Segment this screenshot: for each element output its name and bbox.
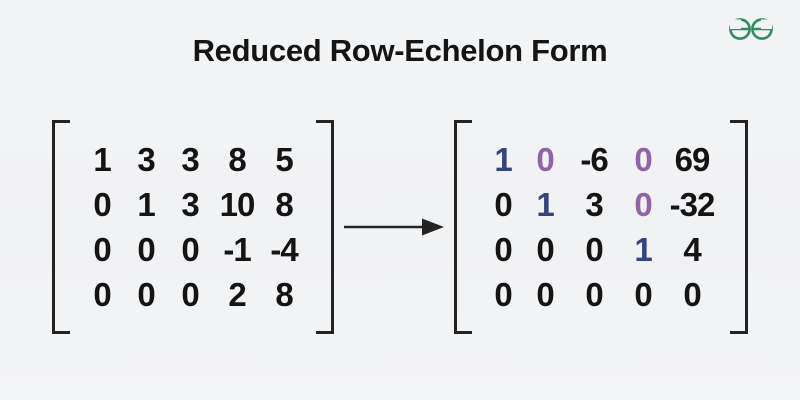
page-title: Reduced Row-Echelon Form [192,33,608,68]
matrix-cell: 0 [494,231,512,268]
matrix-cell: 3 [585,186,603,223]
matrix-cell: 5 [275,141,293,178]
matrix-cell: -1 [223,231,251,268]
matrix-cell: 1 [93,141,111,178]
matrix-cell: 8 [275,276,293,313]
matrix-cell: 2 [228,276,246,313]
matrix-cell: 0 [536,231,554,268]
matrix-cell: 0 [494,276,512,313]
geeksforgeeks-logo [724,14,778,44]
matrix-cell: 1 [536,186,554,223]
matrix-cell: 0 [93,186,111,223]
matrix-cell: 0 [137,276,155,313]
matrix-cell: -32 [669,186,716,223]
matrix-cell: 3 [137,141,155,178]
matrix-cell: 8 [275,186,293,223]
matrix-cell: 1 [634,231,652,268]
matrix-cell: 0 [585,231,603,268]
matrix-cell: 69 [674,141,711,178]
matrix-cell: 0 [683,276,701,313]
matrix-cell: 4 [683,231,701,268]
matrix-cell: 3 [181,186,199,223]
transform-arrow [334,207,454,247]
matrix-cell: 0 [585,276,603,313]
matrix-cell: -4 [270,231,298,268]
matrix-bracket-right [728,120,748,334]
matrix-cell: 0 [634,141,652,178]
matrix-cell: 0 [181,231,199,268]
matrix-cell: 0 [494,186,512,223]
matrix-cell: 0 [536,141,554,178]
matrix-cell: -6 [580,141,608,178]
matrix-cell: 0 [181,276,199,313]
matrix-cell: 0 [93,231,111,268]
matrix-cell: 3 [181,141,199,178]
matrix-cell: 0 [137,231,155,268]
matrix-cell: 0 [634,186,652,223]
matrix-cell: 8 [228,141,246,178]
matrix-cell: 10 [219,186,256,223]
matrix-cell: 1 [137,186,155,223]
matrix-bracket-right [314,120,334,334]
matrix-bracket-left [52,120,72,334]
matrix-cell: 0 [93,276,111,313]
matrix-cell: 0 [634,276,652,313]
matrix-bracket-left [454,120,474,334]
matrix-cell: 1 [494,141,512,178]
matrix-cell: 0 [536,276,554,313]
